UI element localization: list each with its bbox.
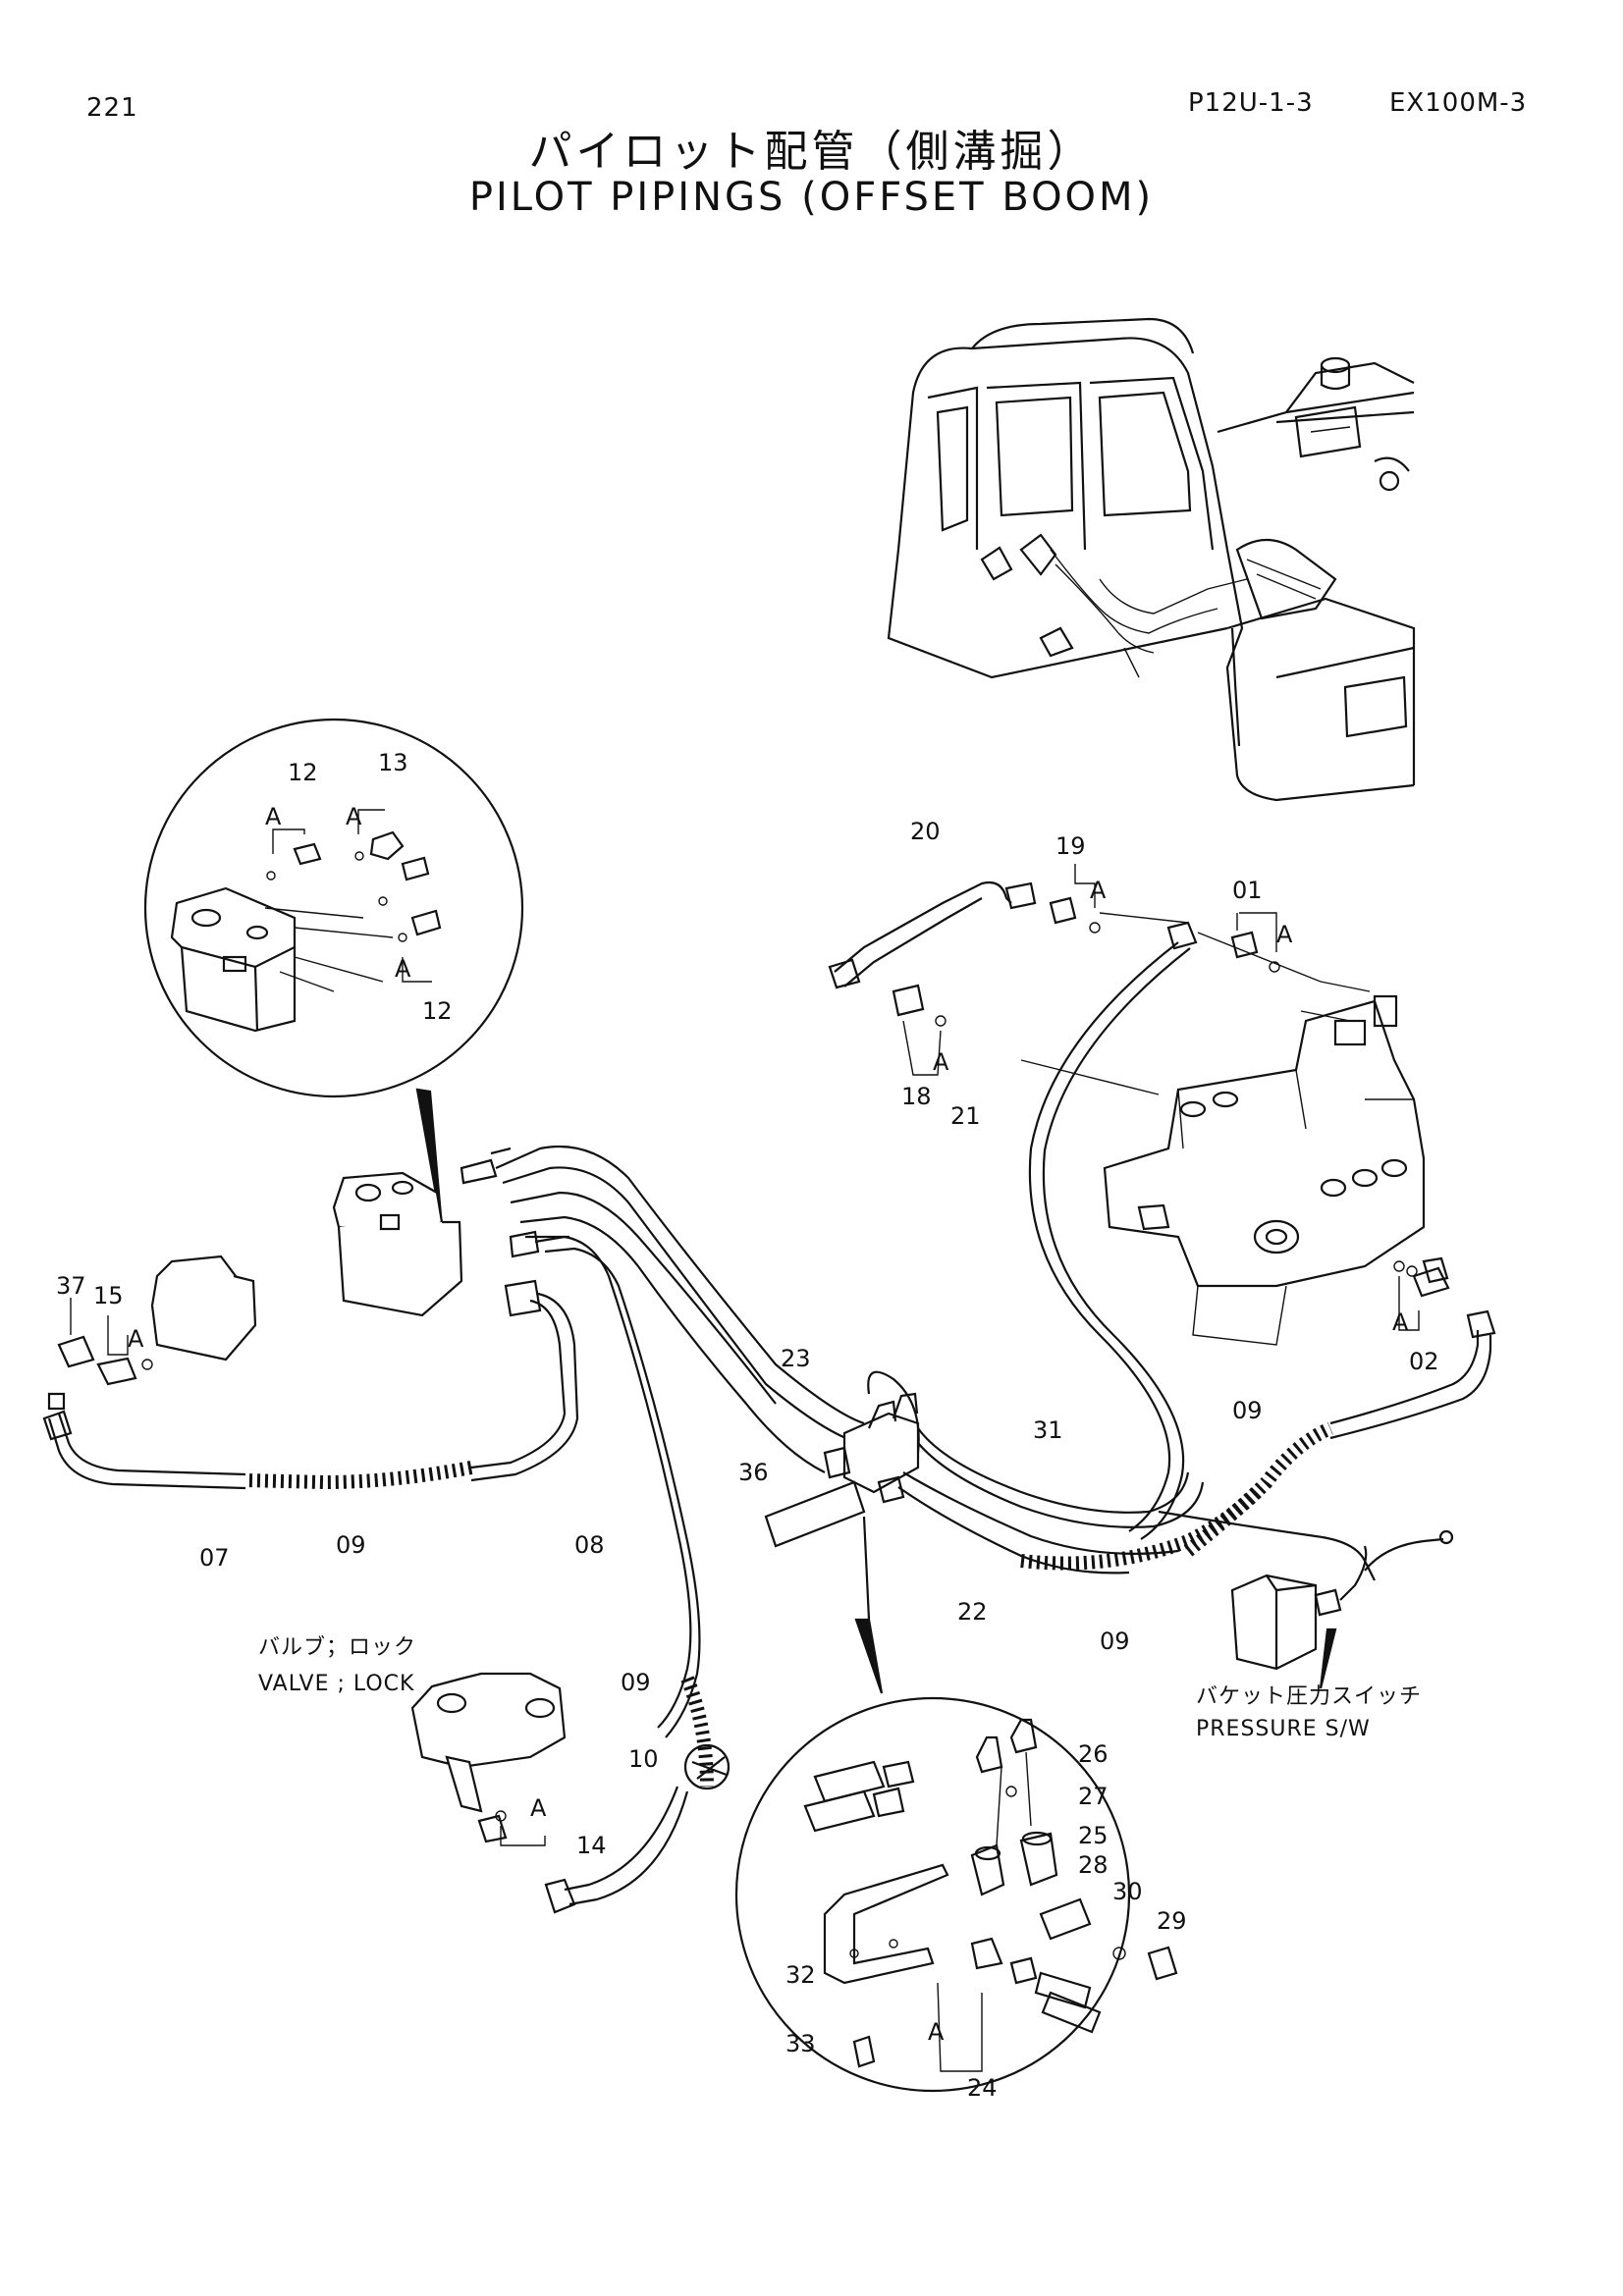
- callout-33: 33: [785, 2030, 816, 2057]
- callout-09-mid: 09: [621, 1669, 651, 1696]
- callout-29: 29: [1157, 1907, 1187, 1935]
- callout-21: 21: [950, 1102, 981, 1130]
- callout-14: 14: [576, 1832, 607, 1859]
- callout-31: 31: [1033, 1416, 1063, 1444]
- callout-07: 07: [199, 1544, 230, 1572]
- callout-a-02: A: [1392, 1308, 1409, 1336]
- pilot-hoses: [42, 1145, 865, 1914]
- callout-08: 08: [574, 1531, 605, 1559]
- detail-circle-pilot-valve: [143, 718, 524, 1228]
- callout-a-12b: A: [395, 955, 411, 983]
- callout-37: 37: [56, 1272, 86, 1300]
- callout-30: 30: [1112, 1878, 1143, 1905]
- figure-code: P12U-1-3: [1188, 88, 1314, 118]
- callout-a-12: A: [265, 803, 282, 830]
- pressure-switch-illustration: [1230, 1545, 1368, 1689]
- callout-09-right: 09: [1232, 1397, 1263, 1424]
- callout-24: 24: [967, 2074, 998, 2102]
- callout-23: 23: [781, 1345, 811, 1372]
- callout-18: 18: [901, 1083, 932, 1110]
- page-number: 221: [86, 93, 138, 123]
- detail-circle-manifold: [734, 1696, 1178, 2093]
- caption-pressure-switch-en: PRESSURE S/W: [1196, 1717, 1371, 1741]
- pilot-valve-assembly: [332, 1147, 540, 1317]
- caption-valve-lock-ja: バルブ；ロック: [258, 1635, 416, 1660]
- callout-09-lower: 09: [1100, 1628, 1130, 1655]
- model-code: EX100M-3: [1389, 88, 1528, 118]
- callout-12-top: 12: [288, 759, 318, 786]
- caption-valve-lock-en: VALVE ; LOCK: [258, 1672, 414, 1696]
- callout-28: 28: [1078, 1851, 1109, 1879]
- callout-a-18: A: [933, 1048, 949, 1076]
- manifold-and-bracket: [764, 1309, 1496, 1694]
- callout-13: 13: [378, 749, 408, 776]
- fittings-control-valve: [828, 864, 1280, 1076]
- callout-02: 02: [1409, 1348, 1439, 1375]
- callout-15: 15: [93, 1282, 124, 1309]
- captions: バルブ；ロック VALVE ; LOCK バケット圧力スイッチ PRESSURE…: [258, 1635, 1422, 1741]
- callout-a-19: A: [1090, 877, 1107, 904]
- callout-a-14: A: [530, 1794, 547, 1822]
- callout-10: 10: [628, 1745, 659, 1773]
- callout-20: 20: [910, 818, 941, 845]
- callout-25: 25: [1078, 1822, 1109, 1849]
- callout-32: 32: [785, 1961, 816, 1989]
- callout-09-left: 09: [336, 1531, 366, 1559]
- caption-pressure-switch-ja: バケット圧力スイッチ: [1196, 1684, 1422, 1709]
- callout-a-24: A: [928, 2018, 945, 2046]
- callout-01: 01: [1232, 877, 1263, 904]
- callout-a-13: A: [346, 803, 362, 830]
- title-japanese: パイロット配管（側溝掘）: [528, 127, 1095, 177]
- callout-26: 26: [1078, 1740, 1109, 1768]
- lock-valve-illustration: [410, 1672, 567, 1846]
- fittings-37-15: [57, 1255, 257, 1386]
- callout-a-15: A: [128, 1325, 144, 1353]
- callout-22: 22: [957, 1598, 988, 1626]
- fittings-02: [1393, 1260, 1450, 1331]
- callout-12-bottom: 12: [422, 997, 453, 1025]
- excavator-cab-illustration: [887, 317, 1416, 802]
- part-callouts: 12 13 A A A 12 20 19 A 01 A A 18 21 A 02…: [56, 749, 1439, 2102]
- title-english: PILOT PIPINGS (OFFSET BOOM): [468, 175, 1155, 220]
- callout-a-01: A: [1276, 921, 1293, 948]
- callout-27: 27: [1078, 1783, 1109, 1810]
- control-valve: [1020, 912, 1449, 1540]
- callout-19: 19: [1055, 832, 1086, 860]
- callout-36: 36: [738, 1459, 769, 1486]
